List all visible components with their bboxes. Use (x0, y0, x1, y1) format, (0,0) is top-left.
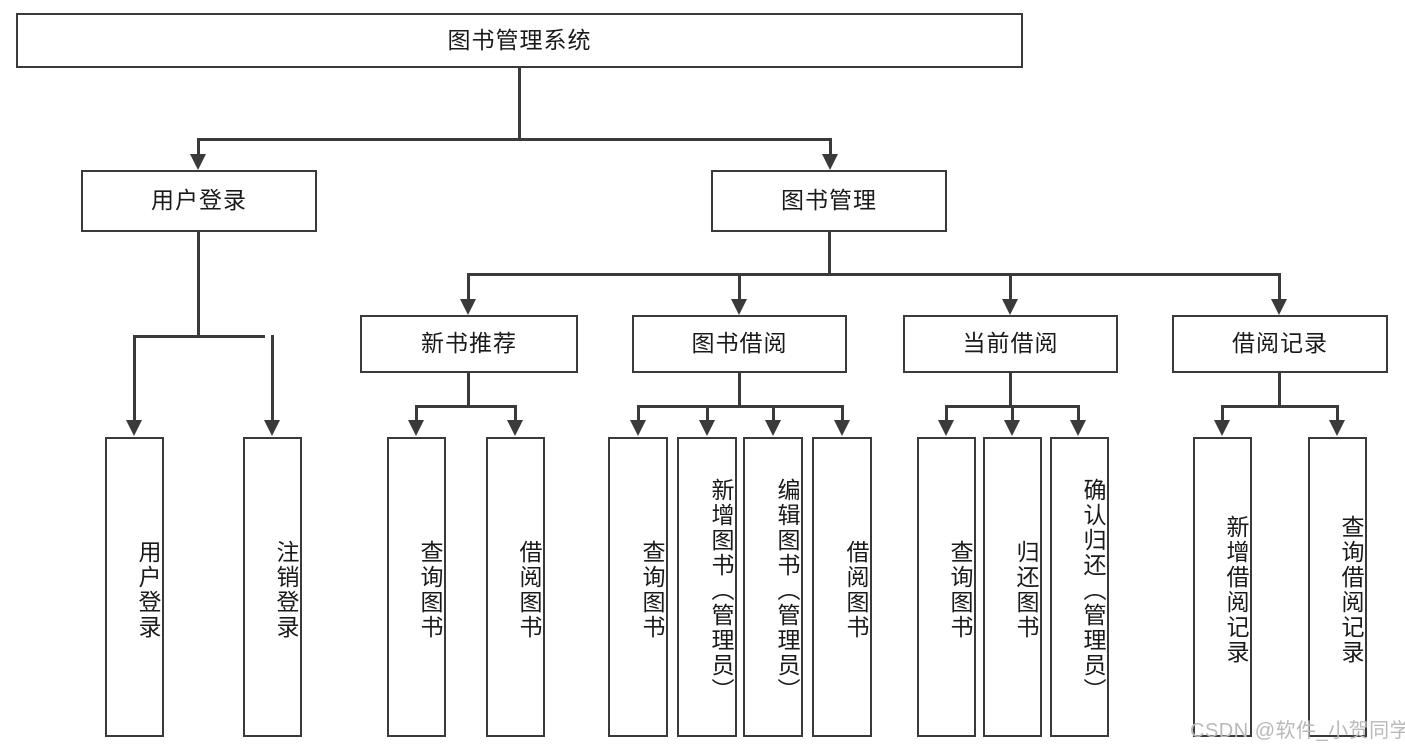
node-leaf-add-book-admin[interactable]: 新增图书（管理员） (677, 437, 737, 737)
arrow-to-new-book-recommend (460, 299, 476, 315)
connector-book-management-trunk (828, 232, 831, 273)
node-leaf-query-borrow-record[interactable]: 查询借阅记录 (1308, 437, 1367, 737)
arrow-to-book-borrow (731, 299, 747, 315)
arrow-to-leaf-borrow-book-recommend (507, 420, 523, 436)
node-current-borrow-label: 当前借阅 (962, 330, 1059, 357)
node-leaf-user-login[interactable]: 用户登录 (105, 437, 164, 737)
connector-user-login-bus (133, 335, 265, 338)
node-leaf-query-book-borrow[interactable]: 查询图书 (608, 437, 668, 737)
node-leaf-query-book-recommend-label: 查询图书 (417, 540, 443, 640)
node-user-login[interactable]: 用户登录 (81, 170, 317, 232)
node-leaf-add-book-admin-label: 新增图书（管理员） (708, 477, 734, 703)
node-leaf-confirm-return-admin-label: 确认归还（管理员） (1080, 477, 1106, 703)
node-leaf-borrow-book-label: 借阅图书 (843, 540, 869, 640)
csdn-watermark: CSDN @软件_小贺同学 (1190, 720, 1405, 742)
node-leaf-borrow-book[interactable]: 借阅图书 (812, 437, 872, 737)
node-leaf-query-book-borrow-label: 查询图书 (639, 540, 665, 640)
node-borrow-record-label: 借阅记录 (1232, 330, 1328, 357)
node-leaf-borrow-book-recommend-label: 借阅图书 (516, 540, 542, 640)
node-leaf-add-borrow-record[interactable]: 新增借阅记录 (1193, 437, 1252, 737)
connector-bm-drop-4 (1278, 273, 1281, 299)
arrow-to-current-borrow (1002, 299, 1018, 315)
node-new-book-recommend[interactable]: 新书推荐 (360, 315, 578, 373)
node-leaf-query-book-current-label: 查询图书 (947, 540, 973, 640)
arrow-to-leaf-query-book-recommend (408, 420, 424, 436)
arrow-to-leaf-query-borrow-record (1329, 420, 1345, 436)
connector-bb-drop-1 (637, 405, 640, 422)
arrow-to-leaf-return-book (1004, 420, 1020, 436)
connector-cb-drop-3 (1077, 405, 1080, 422)
node-book-borrow-label: 图书借阅 (691, 330, 788, 357)
connector-book-management-bus (467, 273, 1281, 276)
node-leaf-confirm-return-admin[interactable]: 确认归还（管理员） (1050, 437, 1109, 737)
node-leaf-logout-login-label: 注销登录 (273, 540, 299, 640)
connector-nbr-trunk (467, 373, 470, 405)
arrow-to-borrow-record (1271, 299, 1287, 315)
connector-bm-drop-3 (1009, 273, 1012, 299)
connector-br-bus (1221, 405, 1339, 408)
connector-cb-trunk (1009, 373, 1012, 405)
connector-nbr-bus (415, 405, 517, 408)
connector-root-bus (198, 138, 832, 141)
connector-br-drop-2 (1336, 405, 1339, 422)
arrow-to-leaf-add-book-admin (699, 420, 715, 436)
connector-bb-drop-2 (706, 405, 709, 422)
arrow-to-leaf-borrow-book (834, 420, 850, 436)
node-user-login-label: 用户登录 (151, 187, 247, 214)
connector-bm-drop-1 (467, 273, 470, 299)
arrow-to-leaf-query-book-borrow (630, 420, 646, 436)
node-root-label: 图书管理系统 (447, 26, 592, 53)
connector-cb-drop-1 (945, 405, 948, 422)
connector-bb-bus (637, 405, 843, 408)
node-current-borrow[interactable]: 当前借阅 (903, 315, 1118, 373)
arrow-to-leaf-user-login (126, 420, 142, 436)
node-leaf-user-login-label: 用户登录 (135, 540, 161, 640)
node-leaf-add-borrow-record-label: 新增借阅记录 (1223, 515, 1249, 665)
connector-bb-drop-4 (841, 405, 844, 422)
node-leaf-return-book-label: 归还图书 (1013, 540, 1039, 640)
connector-root-to-user-login (197, 138, 200, 156)
arrow-to-leaf-add-borrow-record (1214, 420, 1230, 436)
arrow-root-to-user-login (190, 154, 206, 170)
node-book-borrow[interactable]: 图书借阅 (632, 315, 847, 373)
connector-nbr-drop-1 (415, 405, 418, 422)
node-leaf-return-book[interactable]: 归还图书 (983, 437, 1042, 737)
node-leaf-query-book-recommend[interactable]: 查询图书 (387, 437, 446, 737)
connector-bm-drop-2 (738, 273, 741, 299)
arrow-to-leaf-logout-login (264, 420, 280, 436)
node-new-book-recommend-label: 新书推荐 (421, 330, 517, 357)
node-book-management[interactable]: 图书管理 (711, 170, 947, 232)
connector-root-trunk (518, 68, 521, 138)
connector-user-login-drop-1 (133, 335, 136, 420)
node-borrow-record[interactable]: 借阅记录 (1172, 315, 1388, 373)
node-leaf-query-borrow-record-label: 查询借阅记录 (1338, 515, 1364, 665)
node-leaf-logout-login[interactable]: 注销登录 (243, 437, 302, 737)
connector-user-login-trunk (197, 232, 200, 335)
connector-cb-drop-2 (1011, 405, 1014, 422)
connector-user-login-drop-2 (271, 335, 274, 420)
node-book-management-label: 图书管理 (781, 187, 877, 214)
arrow-root-to-book-management (822, 154, 838, 170)
node-leaf-borrow-book-recommend[interactable]: 借阅图书 (486, 437, 545, 737)
node-leaf-query-book-current[interactable]: 查询图书 (917, 437, 976, 737)
node-leaf-edit-book-admin-label: 编辑图书（管理员） (774, 477, 800, 703)
connector-nbr-drop-2 (514, 405, 517, 422)
connector-bb-drop-3 (772, 405, 775, 422)
connector-br-drop-1 (1221, 405, 1224, 422)
connector-br-trunk (1278, 373, 1281, 405)
connector-bb-trunk (738, 373, 741, 405)
arrow-to-leaf-confirm-return-admin (1070, 420, 1086, 436)
arrow-to-leaf-edit-book-admin (765, 420, 781, 436)
arrow-to-leaf-query-book-current (938, 420, 954, 436)
node-leaf-edit-book-admin[interactable]: 编辑图书（管理员） (743, 437, 803, 737)
connector-root-to-book-management (829, 138, 832, 156)
node-root[interactable]: 图书管理系统 (16, 13, 1023, 68)
